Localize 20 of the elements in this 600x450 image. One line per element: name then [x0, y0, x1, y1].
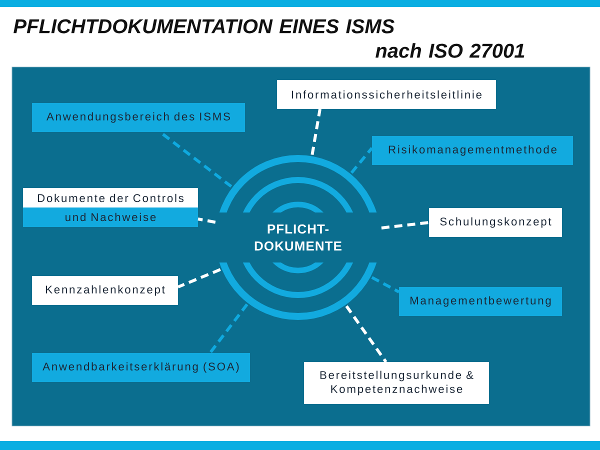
node-label: Dokumente der Controls	[38, 194, 184, 202]
connector-line	[198, 218, 216, 224]
connector-line	[345, 305, 388, 363]
connector-line	[208, 303, 248, 354]
document-box: Anwendungsbereich des ISMS	[32, 103, 245, 132]
connector-line	[381, 221, 430, 230]
connector-line	[350, 147, 374, 174]
document-box: Managementbewertung	[399, 287, 562, 316]
document-box: Bereitstellungsurkunde & Kompetenznachweise	[304, 362, 489, 404]
connector-line	[310, 108, 322, 155]
connector-line	[177, 268, 221, 288]
title: PFLICHTDOKUMENTATION EINES ISMS nach ISO 27001	[14, 19, 524, 58]
document-box: Risikomanagementmethode	[372, 136, 573, 165]
document-box: Schulungskonzept	[429, 208, 562, 237]
document-box: Dokumente der Controls und Nachweise	[23, 188, 198, 227]
connector-line	[159, 130, 232, 188]
document-box: Kennzahlenkonzept	[32, 276, 178, 305]
document-box: Anwendbarkeitserklärung (SOA)	[32, 353, 250, 382]
document-box: Informationssicherheitsleitlinie	[277, 80, 496, 109]
connector-line	[371, 276, 400, 294]
